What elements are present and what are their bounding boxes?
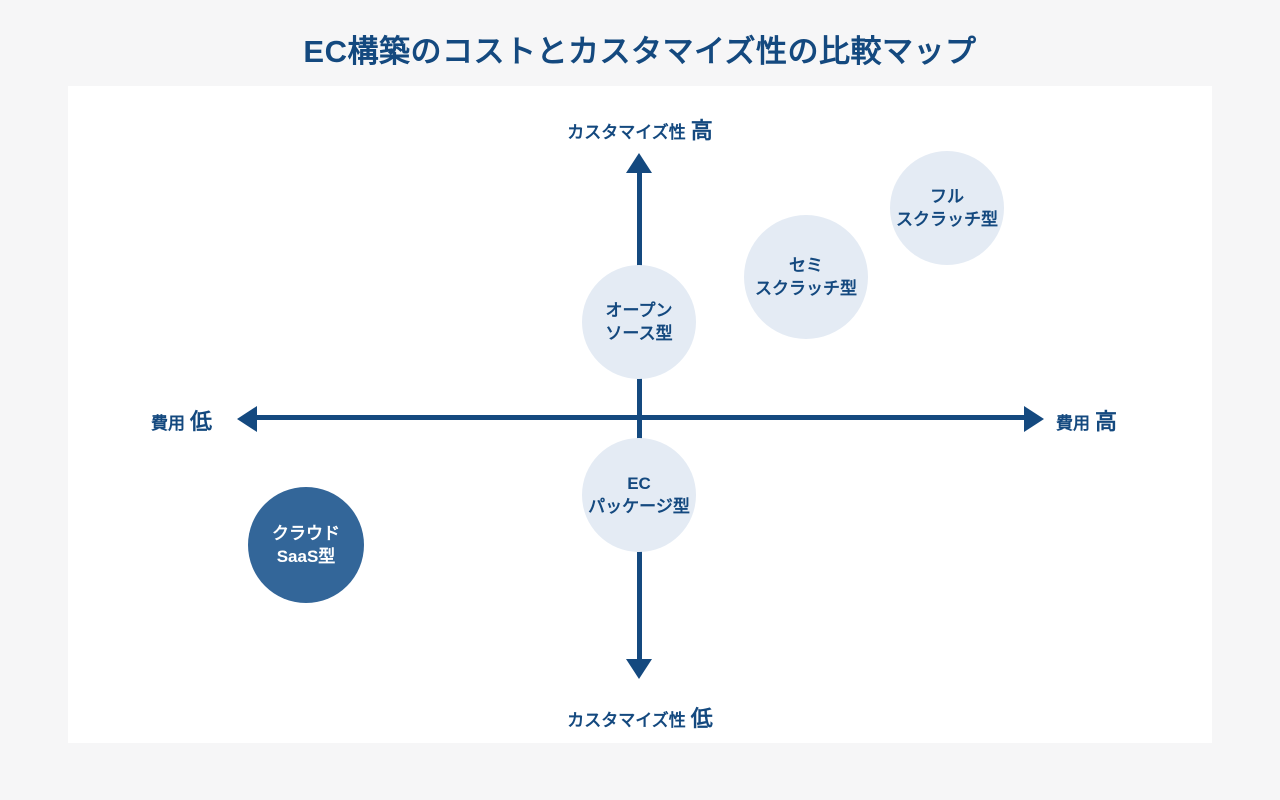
bubble-cloud-saas-line-1: クラウド [272, 523, 340, 543]
axis-label-right-emphasis: 高 [1095, 409, 1118, 434]
horizontal-axis-line [252, 415, 1030, 420]
arrow-left-icon [237, 406, 257, 432]
bubble-ec-package-line-2: パッケージ型 [588, 497, 690, 516]
axis-label-bottom-main: カスタマイズ性 [567, 711, 686, 730]
bubble-semi-scratch: セミ スクラッチ型 [744, 215, 868, 339]
arrow-right-icon [1024, 406, 1044, 432]
axis-label-left-main: 費用 [151, 414, 185, 433]
page-title: EC構築のコストとカスタマイズ性の比較マップ [303, 34, 977, 69]
axis-label-cost-high: 費用 高 [1056, 404, 1117, 436]
bubble-full-scratch: フル スクラッチ型 [890, 151, 1004, 265]
arrow-down-icon [626, 659, 652, 679]
axis-label-cost-low: 費用 低 [151, 404, 212, 436]
axis-label-top-main: カスタマイズ性 [567, 123, 686, 142]
axis-label-customization-high: カスタマイズ性 高 [0, 113, 1280, 145]
axis-label-bottom-emphasis: 低 [690, 706, 713, 731]
bubble-semi-scratch-line-1: セミ [789, 255, 823, 275]
axis-label-top-emphasis: 高 [690, 118, 713, 143]
bubble-full-scratch-line-2: スクラッチ型 [896, 210, 998, 229]
bubble-cloud-saas-line-2: SaaS型 [276, 547, 336, 566]
axis-label-customization-low: カスタマイズ性 低 [0, 701, 1280, 733]
bubble-full-scratch-line-1: フル [930, 186, 964, 206]
bubble-open-source: オープン ソース型 [582, 265, 696, 379]
arrow-up-icon [626, 153, 652, 173]
bubble-ec-package-line-1: EC [627, 473, 651, 493]
bubble-open-source-line-2: ソース型 [605, 324, 673, 343]
axis-label-left-emphasis: 低 [190, 409, 213, 434]
bubble-cloud-saas: クラウド SaaS型 [248, 487, 364, 603]
axis-label-right-main: 費用 [1056, 414, 1090, 433]
bubble-ec-package: EC パッケージ型 [582, 438, 696, 552]
bubble-open-source-line-1: オープン [605, 300, 673, 320]
bubble-semi-scratch-line-2: スクラッチ型 [755, 279, 857, 298]
